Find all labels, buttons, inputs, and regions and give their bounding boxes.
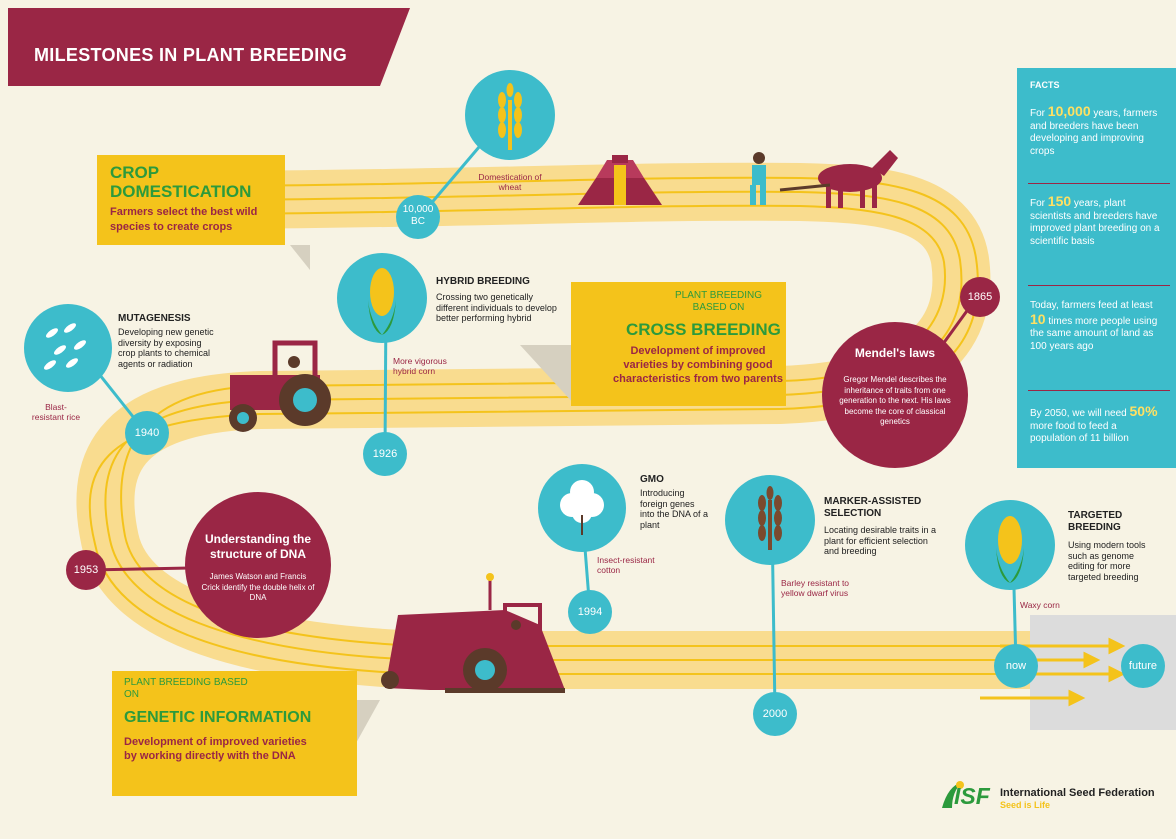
tractor-illustration (229, 340, 331, 432)
mutagenesis-text: Developing new genetic diversity by expo… (118, 327, 214, 369)
plough-illustration (750, 150, 898, 208)
fact-2-num: 150 (1047, 193, 1072, 209)
facts-divider (1028, 390, 1170, 391)
dna-circle (185, 492, 331, 638)
genetic-information-heading: GENETIC INFORMATION (124, 709, 312, 726)
mendel-circle (822, 322, 968, 468)
fact-2-post: years, plant scientists and breeders hav… (1030, 198, 1160, 247)
targeted-text: Using modern tools such as genome editin… (1068, 540, 1146, 582)
cross-breeding-heading: CROSS BREEDING (626, 320, 781, 339)
marker-text: Locating desirable traits in a plant for… (824, 525, 937, 556)
fact-2: For 150 years, plant scientists and bree… (1030, 193, 1162, 248)
marker-heading: MARKER-ASSISTED SELECTION (824, 496, 922, 519)
fact-1-pre: For (1030, 108, 1045, 119)
cross-breeding-pre: PLANT BREEDING BASED ON (674, 290, 763, 313)
gmo-caption: Insect-resistant cotton (597, 555, 655, 575)
facts-divider (1028, 285, 1170, 286)
mendel-text: Gregor Mendel describes the inheritance … (839, 375, 951, 426)
mutagenesis-caption: Blast-resistant rice (31, 402, 81, 422)
crop-domestication-text: Farmers select the best wild species to … (110, 206, 258, 233)
fact-1-num: 10,000 (1047, 103, 1091, 119)
genetic-information-box: PLANT BREEDING BASED ON GENETIC INFORMAT… (112, 671, 357, 796)
year-1926: 1926 (372, 448, 398, 460)
fact-4-pre: By 2050, we will need (1030, 408, 1127, 419)
wheat-icon (498, 83, 522, 150)
pyramid-illustration (578, 155, 662, 205)
genetic-information-pre: PLANT BREEDING BASED ON (124, 677, 248, 700)
wheat-caption: Domestication of wheat (478, 172, 542, 192)
fact-3-post: times more people using the same amount … (1030, 315, 1158, 352)
hybrid-caption: More vigorous hybrid corn (393, 356, 447, 376)
gmo-heading: GMO (640, 474, 664, 485)
targeted-heading: TARGETED BREEDING (1068, 510, 1123, 533)
isf-name: International Seed Federation (1000, 787, 1155, 799)
fact-4-post: more food to feed a population of 11 bil… (1030, 420, 1129, 445)
year-1953: 1953 (73, 564, 99, 576)
waxy-corn-icon (996, 516, 1024, 583)
crop-domestication-box: CROP DOMESTICATION Farmers select the be… (97, 155, 285, 245)
year-1865: 1865 (967, 291, 993, 303)
fact-1: For 10,000 years, farmers and breeders h… (1030, 103, 1162, 158)
barley-icon (758, 486, 782, 550)
year-1994: 1994 (577, 606, 603, 618)
fact-3-num: 10 (1030, 310, 1046, 327)
page-title: MILESTONES IN PLANT BREEDING (34, 45, 348, 65)
year-1940: 1940 (134, 427, 160, 439)
hybrid-corn-icon (368, 268, 396, 335)
facts-panel (1017, 68, 1176, 468)
targeted-caption: Waxy corn (1020, 600, 1060, 610)
facts-heading: FACTS (1030, 80, 1060, 90)
isf-logo-text: ISF (954, 783, 990, 809)
title-banner (8, 8, 410, 86)
fact-4: By 2050, we will need 50% more food to f… (1030, 403, 1162, 446)
hybrid-heading: HYBRID BREEDING (436, 276, 530, 287)
marker-caption: Barley resistant to yellow dwarf virus (781, 578, 850, 598)
fact-1-post: years, farmers and breeders have been de… (1030, 108, 1158, 157)
fact-3: Today, farmers feed at least 10 times mo… (1030, 300, 1162, 353)
crop-domestication-heading: CROP DOMESTICATION (110, 163, 252, 201)
genetic-information-text: Development of improved varieties by wor… (124, 736, 307, 762)
dna-title: Understanding the structure of DNA (204, 532, 311, 561)
cross-breeding-text: Development of improved varieties by com… (613, 345, 783, 385)
mendel-title: Mendel's laws (854, 346, 936, 360)
year-2000: 2000 (762, 708, 788, 720)
cotton-icon (560, 480, 604, 535)
cross-breeding-box: PLANT BREEDING BASED ON CROSS BREEDING D… (571, 282, 786, 406)
year-10000bc: 10,000 BC (402, 204, 434, 227)
fact-4-num: 50% (1129, 403, 1158, 419)
year-future: future (1128, 660, 1158, 672)
year-now: now (1005, 660, 1027, 672)
gmo-text: Introducing foreign genes into the DNA o… (640, 488, 709, 530)
fact-2-pre: For (1030, 198, 1045, 209)
rice-icon (44, 323, 86, 370)
isf-logo-mark (942, 781, 964, 808)
isf-tagline: Seed is Life (1000, 800, 1051, 810)
mutagenesis-heading: MUTAGENESIS (118, 313, 191, 324)
harvester-illustration (381, 573, 565, 693)
facts-divider (1028, 183, 1170, 184)
dna-text: James Watson and Francis Crick identify … (201, 572, 315, 602)
fact-3-pre: Today, farmers feed at least (1030, 300, 1153, 311)
hybrid-text: Crossing two genetically different indiv… (436, 292, 557, 323)
